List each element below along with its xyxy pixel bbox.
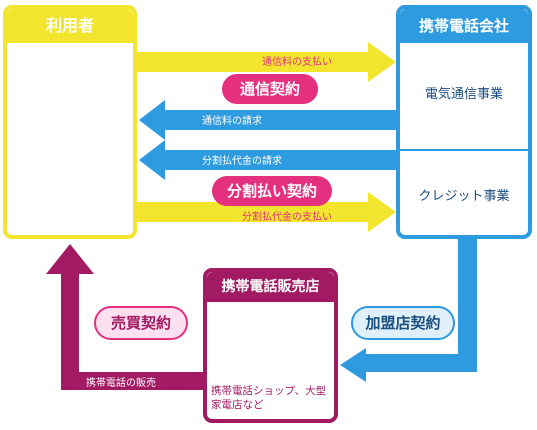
shop-title: 携帯電話販売店 <box>207 272 334 302</box>
carrier-box: 携帯電話会社 電気通信事業 クレジット事業 <box>396 5 532 239</box>
advance-payment-label: 立替払 <box>386 378 416 389</box>
sales-contract-pill: 売買契約 <box>94 306 188 340</box>
shop-note: 携帯電話ショップ、大型家電店など <box>211 385 327 411</box>
shop-box: 携帯電話販売店 携帯電話ショップ、大型家電店など <box>203 268 338 423</box>
merchant-contract-pill: 加盟店契約 <box>351 306 455 340</box>
user-title: 利用者 <box>7 9 133 43</box>
arrow-phone-sale <box>46 244 203 390</box>
installment-bill-label: 分割払代金の請求 <box>202 156 282 167</box>
fee-payment-label: 通信料の支払い <box>262 57 332 68</box>
phone-sale-label: 携帯電話の販売 <box>86 378 156 389</box>
installment-payment-label: 分割払代金の支払い <box>242 212 332 223</box>
telecom-business-label: 電気通信事業 <box>424 87 503 102</box>
arrow-installment-bill <box>139 140 410 180</box>
user-box: 利用者 <box>3 5 137 239</box>
installment-contract-pill: 分割払い契約 <box>212 176 332 206</box>
arrow-installment-payment <box>137 192 396 232</box>
arrow-fee-bill <box>139 100 410 140</box>
arrow-fee-payment <box>137 42 396 82</box>
fee-bill-label: 通信料の請求 <box>202 116 262 127</box>
arrow-advance-payment <box>340 239 477 382</box>
telecom-contract-pill: 通信契約 <box>222 74 318 104</box>
carrier-divider <box>400 149 528 151</box>
carrier-title: 携帯電話会社 <box>400 9 528 43</box>
credit-business-label: クレジット事業 <box>418 189 510 204</box>
